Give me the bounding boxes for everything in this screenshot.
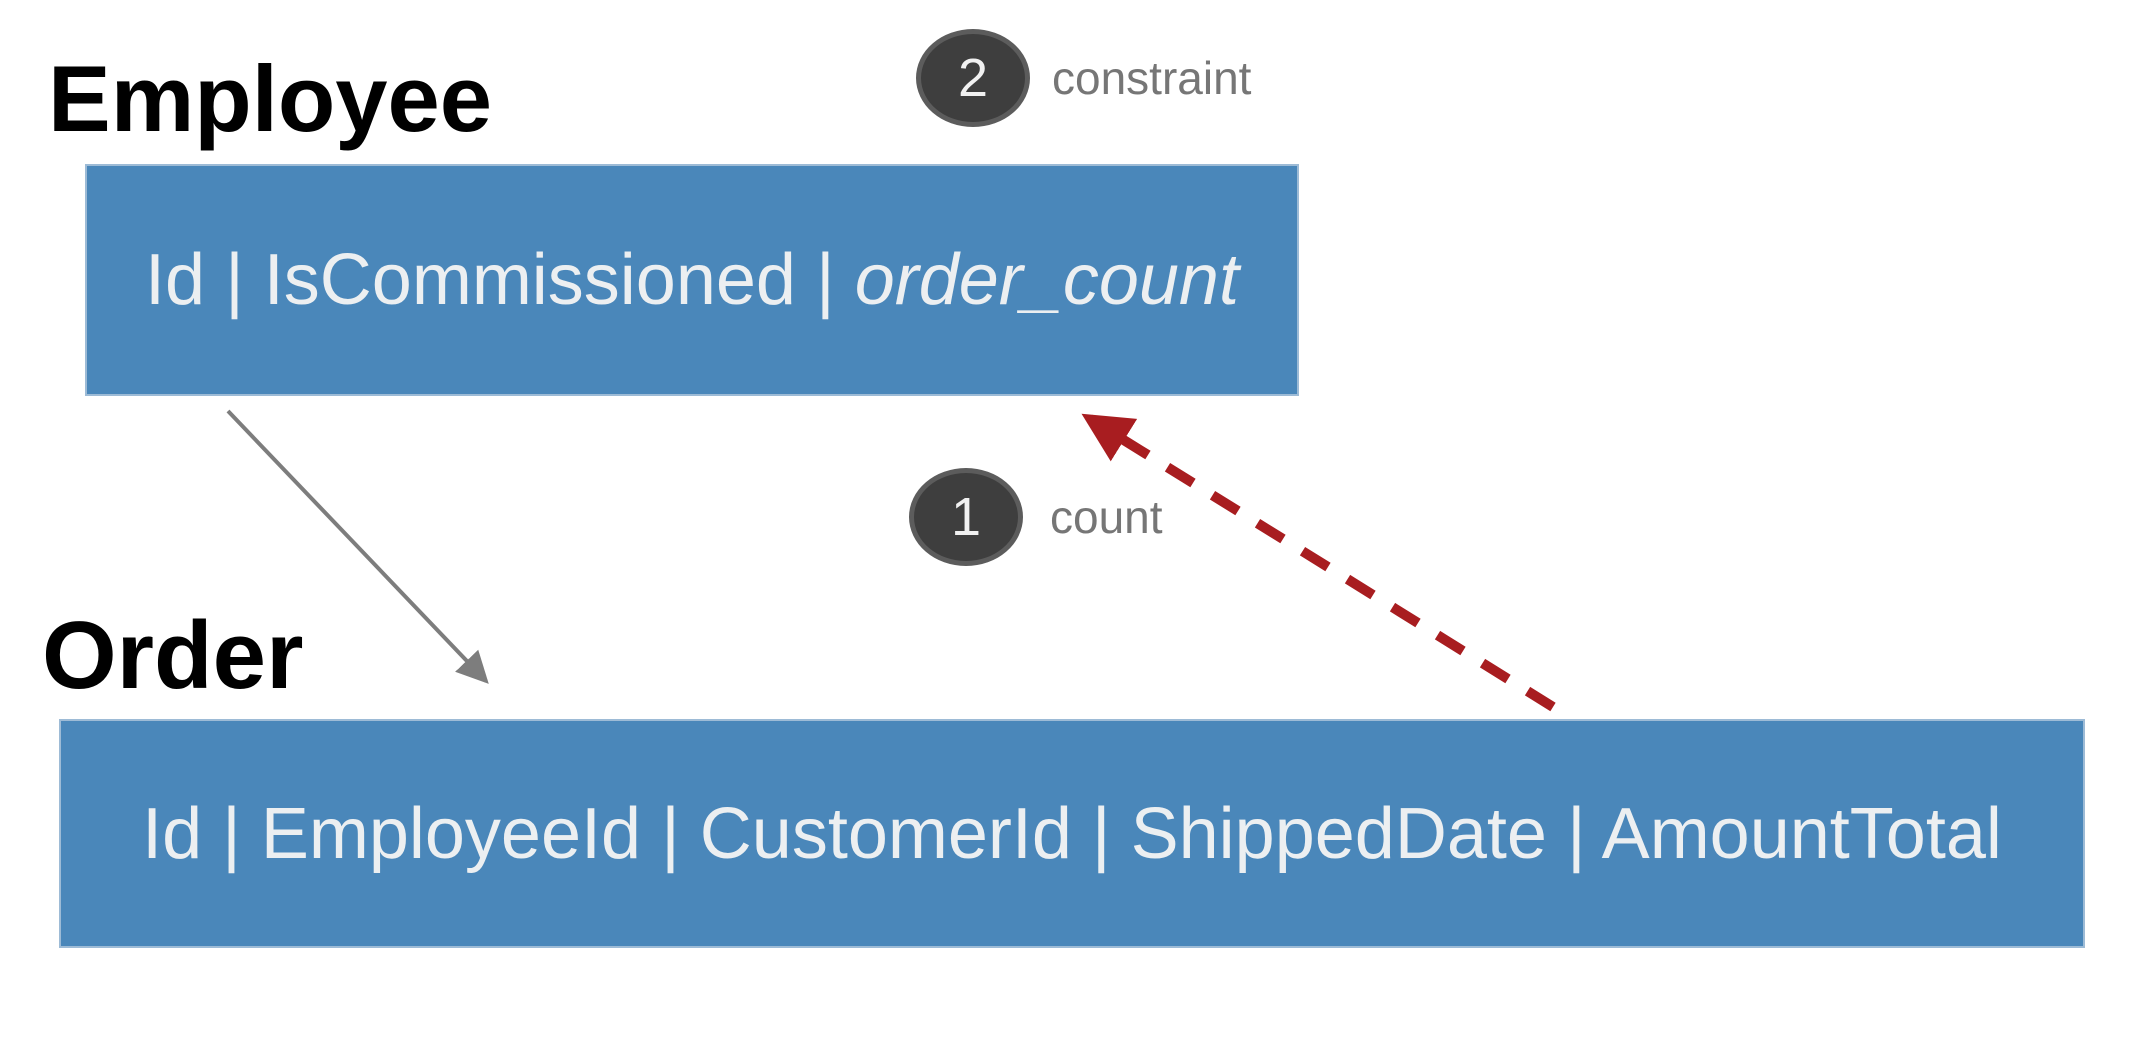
- step-1-number: 1: [950, 487, 982, 547]
- step-1-badge: 1: [909, 468, 1023, 566]
- employee-derived-column: order_count: [854, 240, 1239, 320]
- employee-table-title: Employee: [48, 46, 493, 151]
- order-to-employee-dashed-arrow: [1081, 413, 1556, 712]
- step-2-number: 2: [957, 48, 989, 108]
- employee-to-order-solid-arrow: [226, 409, 489, 684]
- step-2-label: constraint: [1052, 52, 1252, 104]
- employee-table-box: Id | IsCommissioned | order_count: [85, 164, 1299, 396]
- step-1-label: count: [1050, 491, 1163, 543]
- order-columns-text: Id | EmployeeId | CustomerId | ShippedDa…: [142, 793, 2002, 874]
- step-annotation-count: 1 count: [909, 468, 1163, 566]
- order-table-box: Id | EmployeeId | CustomerId | ShippedDa…: [59, 719, 2085, 948]
- step-2-badge: 2: [916, 29, 1030, 127]
- order-table-title: Order: [42, 602, 304, 709]
- employee-columns-plain: Id | IsCommissioned |: [145, 240, 855, 320]
- step-annotation-constraint: 2 constraint: [916, 29, 1251, 127]
- employee-columns-text: Id | IsCommissioned | order_count: [145, 244, 1239, 316]
